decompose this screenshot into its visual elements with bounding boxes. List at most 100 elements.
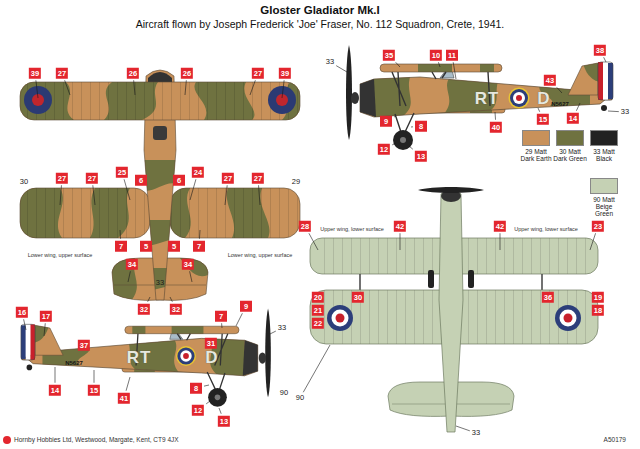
leader-line — [250, 80, 255, 95]
callout-number: 39 — [29, 68, 41, 79]
callout-number: 9 — [240, 301, 252, 312]
underside-view — [468, 270, 474, 288]
callout-number: 27 — [86, 173, 98, 184]
right-side-view — [510, 89, 528, 107]
view-caption: Lower wing, upper surface — [228, 253, 293, 259]
legend-text: 90 Matt Beige Green — [587, 196, 621, 217]
callout-number: 13 — [415, 151, 427, 162]
leader-line — [456, 426, 470, 431]
leader-line — [259, 185, 260, 205]
leader-line — [36, 80, 38, 98]
underside-view — [336, 314, 345, 323]
callout-number: 6 — [135, 175, 147, 186]
paint-number: 90 — [296, 394, 304, 402]
leader-line — [309, 233, 318, 250]
leader-line — [93, 185, 95, 205]
callout-number: 7 — [193, 241, 205, 252]
leader-line — [576, 103, 580, 111]
underside-view — [327, 305, 353, 331]
serial-number: N5627 — [65, 360, 83, 366]
leader-line — [409, 146, 413, 149]
left-side-view — [180, 350, 191, 361]
callout-number: 5 — [140, 241, 152, 252]
leader-line — [608, 111, 619, 113]
leader-line — [170, 297, 172, 302]
legend-text: 33 Matt Black — [587, 148, 621, 162]
callout-number: 20 — [312, 292, 324, 303]
leader-line — [148, 297, 150, 302]
callout-number: 8 — [190, 383, 202, 394]
leader-line — [126, 377, 130, 391]
callout-number: 8 — [415, 121, 427, 132]
leader-line — [134, 80, 135, 95]
leader-line — [400, 233, 401, 250]
callout-number: 12 — [192, 405, 204, 416]
underside-view — [310, 187, 598, 432]
leader-line — [270, 331, 276, 334]
right-side-view — [516, 95, 522, 101]
leader-line — [538, 108, 540, 112]
callout-number: 14 — [567, 113, 579, 124]
leader-line — [44, 323, 45, 336]
legend-text: 29 Matt Dark Earth — [519, 148, 553, 162]
callout-number: 28 — [299, 221, 311, 232]
callout-number: 18 — [592, 305, 604, 316]
callout-number: 35 — [383, 50, 395, 61]
legend-text: 30 Matt Dark Green — [553, 148, 587, 162]
left-side-view — [177, 347, 194, 364]
leader-line — [55, 367, 56, 383]
title: Gloster Gladiator Mk.I — [260, 5, 380, 17]
leader-line — [303, 345, 330, 392]
paint-number: 90 — [280, 389, 288, 397]
code-letters: RT — [127, 349, 152, 366]
plan-view — [170, 188, 300, 238]
callout-number: 40 — [490, 122, 502, 133]
callout-number: 30 — [352, 292, 364, 303]
leader-line — [557, 87, 562, 93]
left-side-view — [176, 346, 196, 366]
underside-view — [564, 314, 573, 323]
plan-view — [180, 258, 208, 276]
callout-number: 16 — [16, 307, 28, 318]
code-letters: D — [537, 90, 550, 107]
plan-view — [140, 268, 180, 291]
paint-number: 29 — [292, 178, 300, 186]
callout-number: 39 — [279, 68, 291, 79]
right-side-view — [346, 45, 613, 150]
leader-line — [60, 185, 61, 205]
plan-view — [20, 82, 300, 120]
right-side-view — [509, 88, 530, 109]
leader-line — [219, 408, 221, 414]
callout-number: 21 — [312, 305, 324, 316]
callout-number: 32 — [138, 304, 150, 315]
left-side-view — [21, 308, 271, 406]
leader-line — [453, 62, 456, 79]
leader-line — [396, 62, 400, 67]
callout-number: 17 — [40, 311, 52, 322]
plan-view — [148, 72, 172, 83]
leader-line — [604, 57, 606, 62]
plan-view — [170, 188, 300, 238]
view-caption: Lower wing, upper surface — [28, 253, 93, 259]
plan-view — [20, 82, 300, 120]
paint-number: 33 — [156, 279, 164, 287]
callout-number: 27 — [222, 173, 234, 184]
callout-number: 15 — [88, 385, 100, 396]
paint-number: 33 — [621, 108, 629, 116]
publisher-logo — [3, 436, 11, 444]
code-letters: D — [205, 349, 218, 366]
leader-line — [204, 385, 209, 386]
leader-line — [392, 143, 396, 145]
leader-line — [236, 313, 242, 326]
view-caption: Upper wing, lower surface — [320, 227, 384, 233]
callout-number: 24 — [192, 167, 204, 178]
paint-number: 33 — [472, 429, 480, 437]
underside-view — [332, 310, 349, 327]
plan-view — [20, 70, 300, 302]
callout-number: 6 — [173, 175, 185, 186]
callout-number: 12 — [378, 144, 390, 155]
plan-view — [153, 126, 167, 140]
leader-line — [225, 185, 227, 205]
